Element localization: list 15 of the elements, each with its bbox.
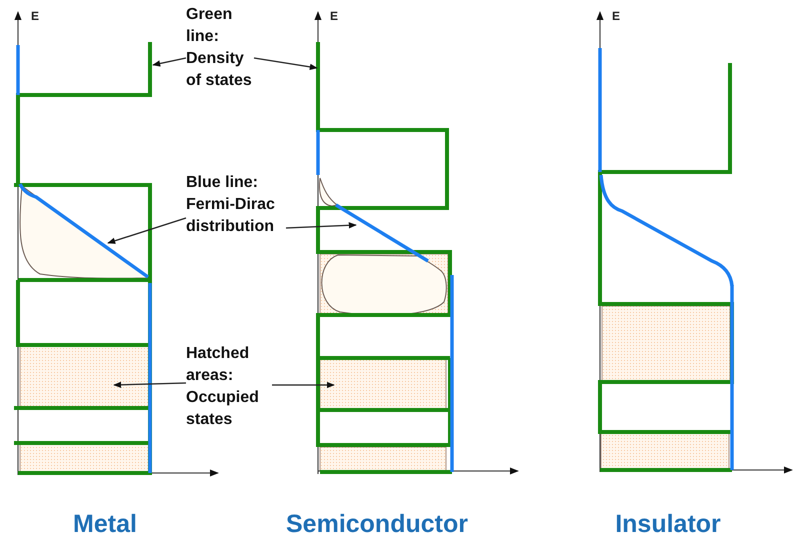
- leader-line: [286, 222, 357, 229]
- annotation-text: Blue line: Fermi-Dirac distribution: [186, 173, 276, 237]
- leader-line: [272, 382, 335, 388]
- annotation-text: Green line: Density of states: [186, 5, 253, 91]
- panel-title: Semiconductor: [286, 510, 468, 539]
- axis-label: E: [612, 9, 620, 23]
- leader-line: [152, 57, 186, 67]
- axis-label: E: [31, 9, 40, 23]
- axis-label: E: [330, 9, 338, 23]
- leader-line: [113, 382, 186, 388]
- leader-line: [107, 217, 186, 244]
- annotation-text: Hatched areas: Occupied states: [186, 344, 260, 430]
- panel-title: Insulator: [615, 510, 721, 539]
- panel-title: Metal: [73, 510, 137, 539]
- leader-line: [254, 57, 318, 70]
